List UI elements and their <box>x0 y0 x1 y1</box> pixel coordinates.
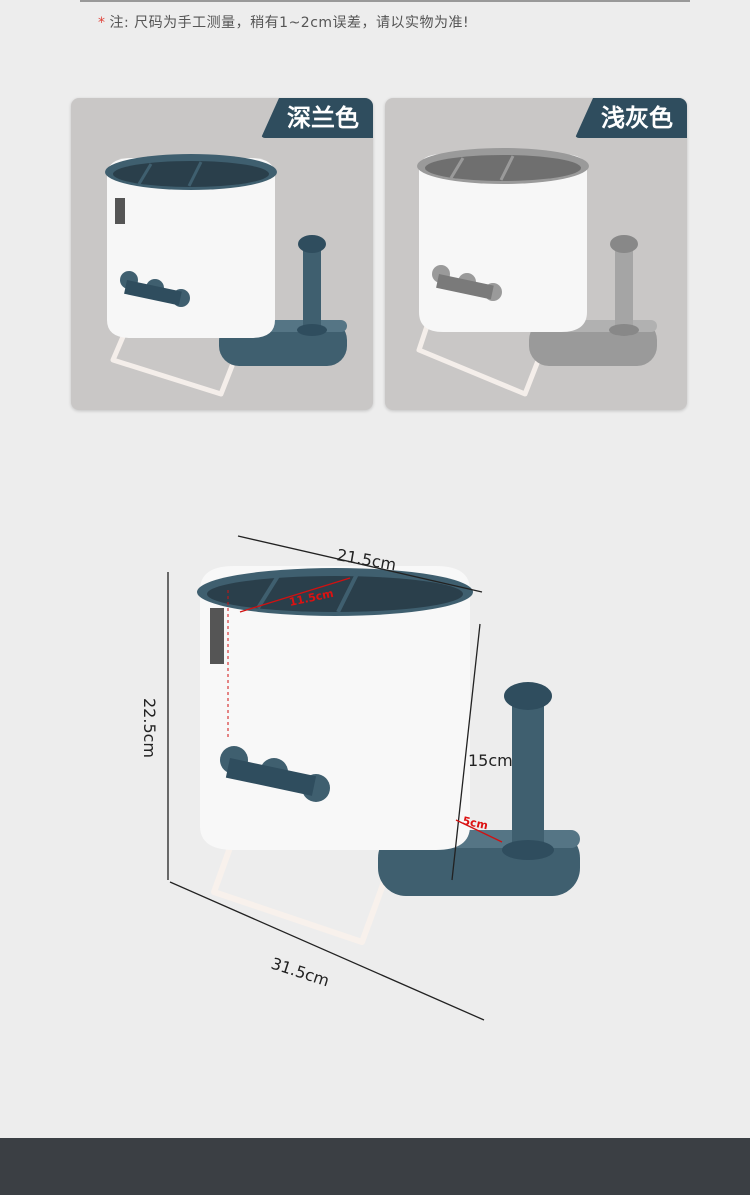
note-text: 注: 尺码为手工测量，稍有1~2cm误差，请以实物为准! <box>109 15 470 31</box>
variant-card-light-gray[interactable]: 浅灰色 <box>385 98 687 410</box>
dim-label-total-width: 31.5cm <box>269 954 332 991</box>
holder-illustration-light-gray <box>416 148 657 397</box>
variant-label-light-gray: 浅灰色 <box>575 98 687 138</box>
total-width-line <box>169 881 485 1021</box>
towel-bar <box>211 817 395 945</box>
size-note: *注: 尺码为手工测量，稍有1~2cm误差，请以实物为准! <box>98 12 469 32</box>
compartment-line <box>239 577 351 613</box>
dim-label-total-height: 22.5cm <box>140 698 159 758</box>
base-depth-line <box>455 819 503 843</box>
dim-label-base-depth: 5cm <box>461 814 489 832</box>
dimension-diagram: 21.5cm 11.5cm 22.5cm 15cm 5cm 31.5cm <box>140 535 580 1021</box>
holder-body <box>197 566 473 850</box>
top-divider <box>80 0 690 2</box>
variant-label-dark-blue: 深兰色 <box>261 98 373 138</box>
note-asterisk: * <box>98 15 106 31</box>
footer-band <box>0 1138 750 1195</box>
holder-illustration-dark-blue <box>105 154 347 397</box>
dim-label-body-height: 15cm <box>468 751 513 770</box>
variant-card-dark-blue[interactable]: 深兰色 <box>71 98 373 410</box>
paper-post <box>502 682 554 860</box>
hook-row <box>220 746 330 802</box>
top-width-line <box>237 535 483 593</box>
body-height-line <box>451 623 481 881</box>
